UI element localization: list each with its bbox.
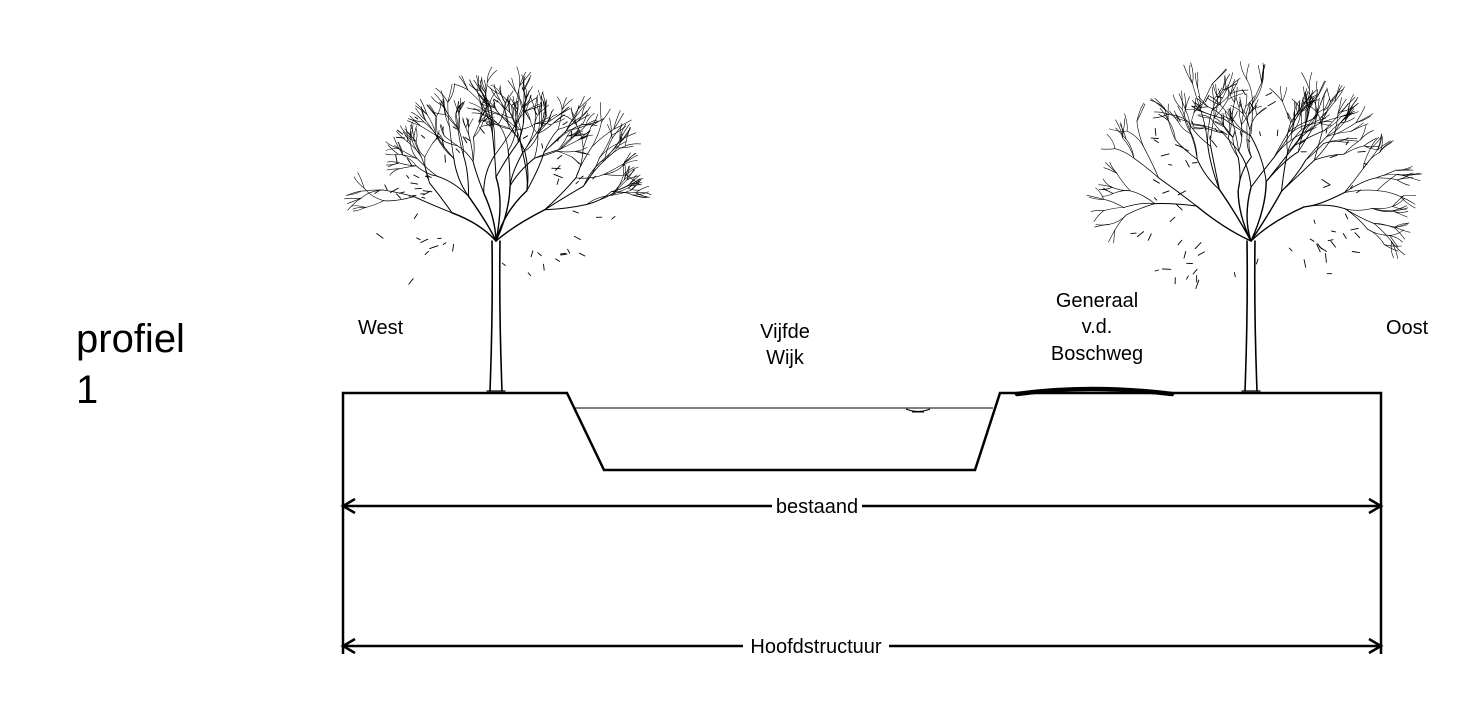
dimension-existing bbox=[340, 494, 1384, 516]
ground-profile bbox=[341, 391, 1383, 654]
label-east: Oost bbox=[1386, 317, 1429, 339]
profile-title-line1: profiel bbox=[76, 317, 185, 361]
dimension-main-structure bbox=[340, 634, 1384, 656]
water-level-icon bbox=[905, 408, 931, 413]
label-canal-line1: Vijfde bbox=[760, 321, 810, 343]
dimension-label-main-structure: Hoofdstructuur bbox=[750, 636, 882, 658]
dimension-label-existing: bestaand bbox=[776, 496, 858, 518]
road-surface bbox=[1014, 386, 1175, 397]
label-west: West bbox=[358, 317, 404, 339]
tree-icon bbox=[344, 66, 652, 392]
label-canal-line2: Wijk bbox=[766, 347, 805, 369]
label-road-line3: Boschweg bbox=[1051, 343, 1143, 365]
label-road-line1: Generaal bbox=[1056, 290, 1138, 312]
tree-icon bbox=[1086, 61, 1423, 392]
profile-title-line2: 1 bbox=[76, 368, 98, 412]
label-road-line2: v.d. bbox=[1082, 316, 1113, 338]
